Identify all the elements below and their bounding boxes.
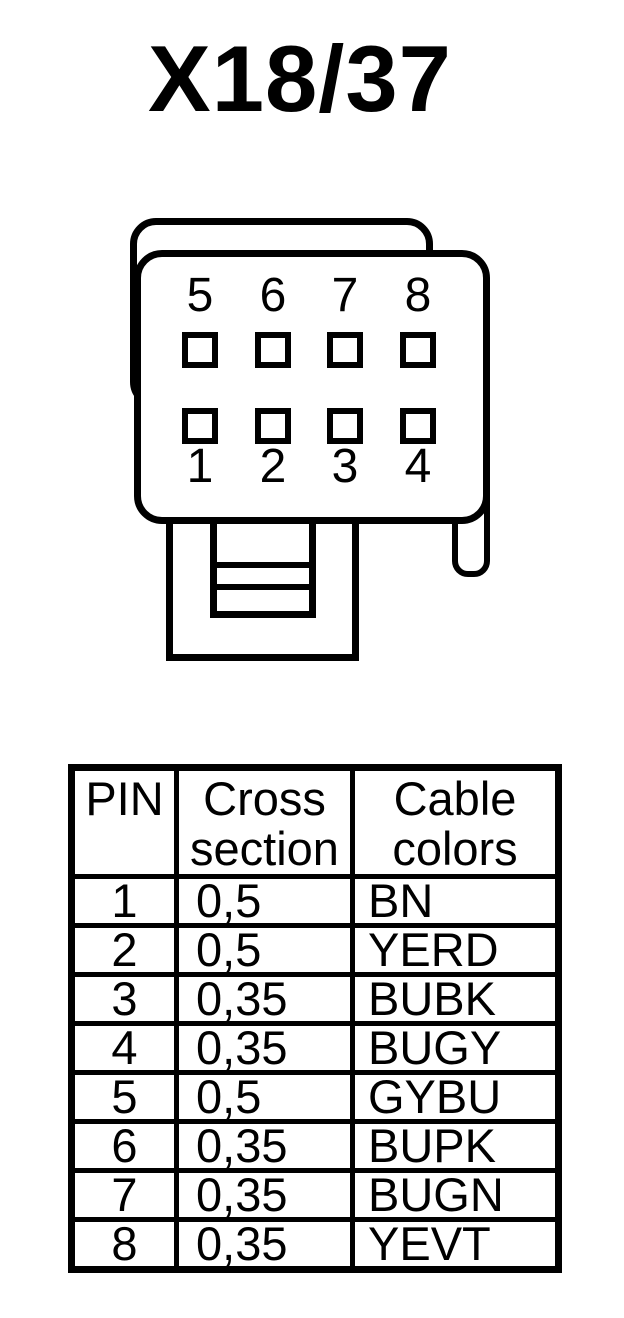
header-cross-line1: Cross bbox=[203, 772, 326, 825]
pin-label-2: 2 bbox=[259, 440, 287, 493]
pin-square-2 bbox=[255, 408, 291, 444]
pin-label-6: 6 bbox=[259, 269, 287, 322]
pin-label-4: 4 bbox=[404, 440, 432, 493]
cable-color-cell: YERD bbox=[350, 923, 561, 977]
cross-section-cell: 0,35 bbox=[174, 1217, 355, 1272]
pin-cell: 7 bbox=[69, 1168, 179, 1222]
table-row: 7 0,35 BUGN bbox=[69, 1168, 561, 1222]
header-pin-label: PIN bbox=[85, 772, 164, 825]
table-row: 4 0,35 BUGY bbox=[69, 1021, 561, 1075]
cable-color-cell: BUBK bbox=[350, 972, 561, 1026]
table-row: 1 0,5 BN bbox=[69, 874, 561, 928]
pin-cell: 1 bbox=[69, 874, 179, 928]
cross-section-cell: 0,5 bbox=[174, 874, 355, 928]
pin-label-3: 3 bbox=[331, 440, 359, 493]
latch-rib-line bbox=[213, 562, 313, 568]
connector-title: X18/37 bbox=[148, 26, 452, 131]
pin-label-1: 1 bbox=[186, 440, 214, 493]
pin-label-7: 7 bbox=[331, 269, 359, 322]
cable-color-cell: GYBU bbox=[350, 1070, 561, 1124]
pin-cell: 3 bbox=[69, 972, 179, 1026]
pin-square-1 bbox=[182, 408, 218, 444]
cable-color-cell: YEVT bbox=[350, 1217, 561, 1272]
table-row: 5 0,5 GYBU bbox=[69, 1070, 561, 1124]
pin-label-8: 8 bbox=[404, 269, 432, 322]
table-row: 6 0,35 BUPK bbox=[69, 1119, 561, 1173]
connector-front-shell bbox=[134, 250, 490, 524]
cross-section-cell: 0,35 bbox=[174, 1021, 355, 1075]
pin-square-6 bbox=[255, 332, 291, 368]
cross-section-cell: 0,5 bbox=[174, 923, 355, 977]
pinout-table: PIN Cross section Cable colors 1 0,5 BN … bbox=[68, 764, 562, 1273]
header-pin: PIN bbox=[69, 765, 179, 879]
cable-color-cell: BUPK bbox=[350, 1119, 561, 1173]
pin-cell: 4 bbox=[69, 1021, 179, 1075]
pin-square-7 bbox=[327, 332, 363, 368]
header-cable-line2: colors bbox=[392, 822, 518, 875]
pin-square-8 bbox=[400, 332, 436, 368]
pin-cell: 8 bbox=[69, 1217, 179, 1272]
cross-section-cell: 0,35 bbox=[174, 1119, 355, 1173]
cable-color-cell: BN bbox=[350, 874, 561, 928]
cross-section-cell: 0,35 bbox=[174, 972, 355, 1026]
cable-color-cell: BUGY bbox=[350, 1021, 561, 1075]
table-header-row: PIN Cross section Cable colors bbox=[69, 765, 561, 879]
header-cross-section: Cross section bbox=[174, 765, 355, 879]
pin-cell: 2 bbox=[69, 923, 179, 977]
header-cross-line2: section bbox=[190, 822, 339, 875]
header-cable-colors: Cable colors bbox=[350, 765, 561, 879]
table-row: 8 0,35 YEVT bbox=[69, 1217, 561, 1272]
cable-color-cell: BUGN bbox=[350, 1168, 561, 1222]
pin-label-5: 5 bbox=[186, 269, 214, 322]
cross-section-cell: 0,5 bbox=[174, 1070, 355, 1124]
header-cable-line1: Cable bbox=[393, 772, 517, 825]
latch-rib-line bbox=[213, 584, 313, 590]
cross-section-cell: 0,35 bbox=[174, 1168, 355, 1222]
pin-cell: 5 bbox=[69, 1070, 179, 1124]
pin-square-3 bbox=[327, 408, 363, 444]
pin-square-4 bbox=[400, 408, 436, 444]
table-row: 3 0,35 BUBK bbox=[69, 972, 561, 1026]
pin-cell: 6 bbox=[69, 1119, 179, 1173]
pin-square-5 bbox=[182, 332, 218, 368]
table-row: 2 0,5 YERD bbox=[69, 923, 561, 977]
